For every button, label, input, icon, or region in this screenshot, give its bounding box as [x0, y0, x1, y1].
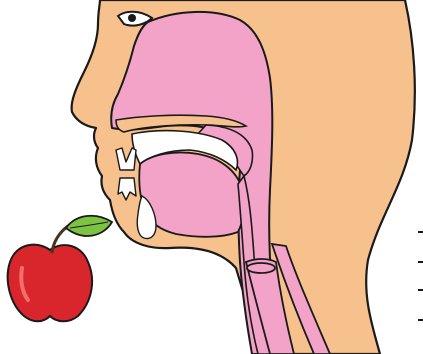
trachea-opening: [247, 263, 275, 273]
apple-leaf: [66, 216, 112, 236]
edge-marks: [418, 232, 423, 320]
apple: [8, 216, 112, 322]
pupil: [128, 14, 136, 22]
